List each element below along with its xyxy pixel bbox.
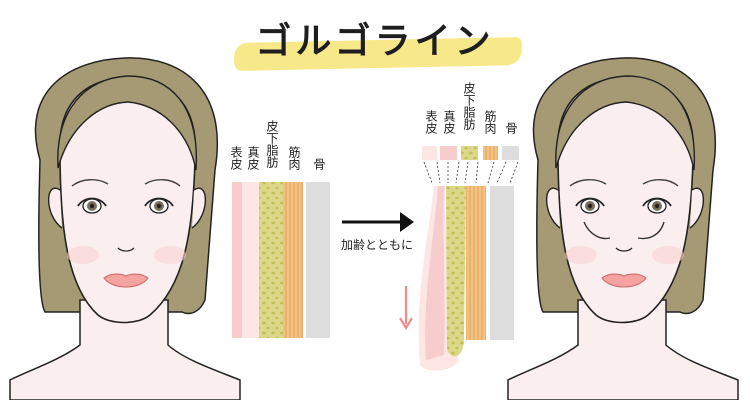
layer-bone-before (306, 182, 330, 338)
label-muscle-after: 筋肉 (483, 110, 497, 134)
arrow-right (342, 212, 414, 232)
blush-left-2 (154, 246, 186, 264)
layer-fat-before (259, 182, 283, 338)
label-bone-after: 骨 (504, 122, 518, 134)
layer-bone-after (490, 186, 514, 340)
page-title: ゴルゴライン (255, 21, 495, 62)
label-dermis-after: 真皮 (442, 110, 456, 134)
nose-right (615, 247, 633, 252)
brow-left-2 (144, 179, 181, 187)
brow-right-2 (642, 179, 679, 187)
label-dermis-before: 真皮 (246, 146, 260, 170)
ear-right-a (546, 187, 561, 229)
golgo-line-right (637, 221, 665, 240)
ear-right-b (689, 187, 704, 229)
blush-right-2 (652, 246, 684, 264)
neck-left (9, 299, 241, 400)
nose-left (117, 247, 135, 252)
brow-right-1 (569, 179, 607, 187)
ear-left-b (191, 187, 206, 229)
layer-epidermis-before (232, 182, 242, 338)
title-block: ゴルゴライン (0, 6, 750, 72)
down-arrow (399, 286, 413, 331)
hair-front-left (57, 75, 198, 171)
face-before (9, 57, 241, 400)
blush-right-1 (565, 246, 597, 264)
golgo-line-left (583, 221, 611, 240)
eyes-left (77, 197, 174, 214)
ear-left-a (48, 187, 63, 229)
blush-left-1 (67, 246, 99, 264)
layers-after-sagging (418, 186, 514, 371)
layer-dermis-before (242, 182, 259, 338)
lips-left (103, 273, 149, 288)
layer-fat-after (446, 186, 466, 357)
eyes-right (575, 197, 672, 214)
layer-muscle-after (466, 186, 486, 340)
layers-before (232, 182, 330, 338)
label-muscle-before: 筋肉 (287, 146, 301, 170)
arrow-caption: 加齢とともに (341, 238, 414, 252)
label-epidermis-after: 表皮 (424, 110, 438, 134)
hair-front-right (555, 75, 696, 171)
layers-after-top (422, 146, 519, 160)
label-bone-before: 骨 (312, 158, 326, 170)
layer-epidermis-after (425, 186, 445, 360)
layers-after-guides (423, 161, 519, 184)
label-fat-after: 皮下脂肪 (462, 82, 476, 130)
brow-left-1 (71, 179, 109, 187)
lips-right (601, 273, 647, 288)
face-after (507, 57, 739, 400)
label-epidermis-before: 表皮 (229, 146, 243, 170)
label-fat-before: 皮下脂肪 (265, 120, 279, 168)
neck-right (507, 299, 739, 400)
layer-muscle-before (283, 182, 303, 338)
